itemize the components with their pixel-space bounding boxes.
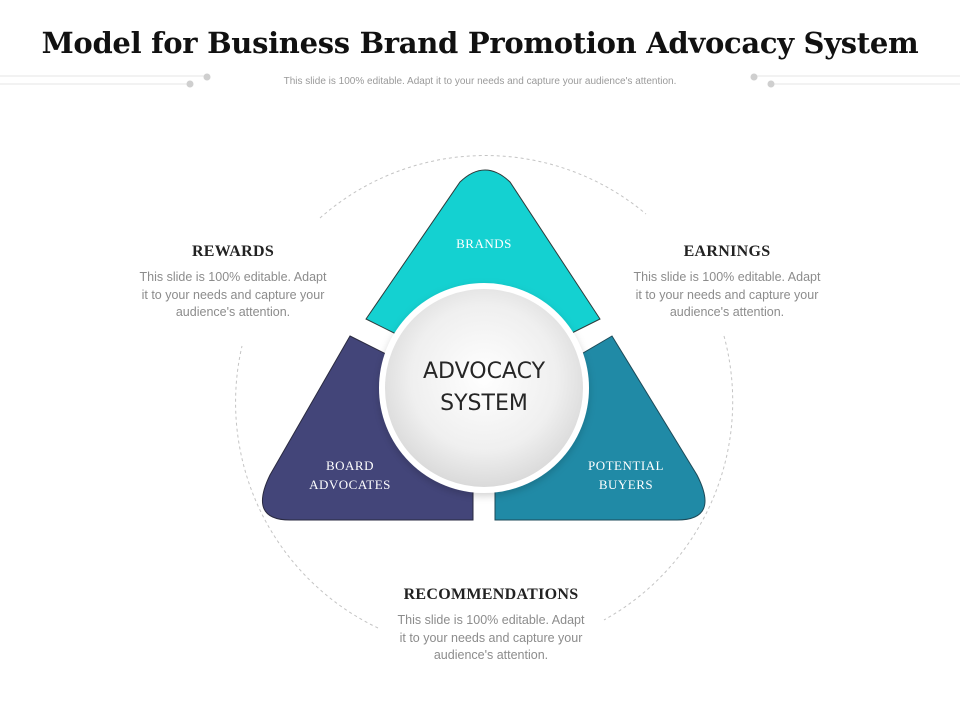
page-title: Model for Business Brand Promotion Advoc…	[41, 26, 919, 60]
page-subtitle: This slide is 100% editable. Adapt it to…	[283, 76, 677, 87]
center-circle	[379, 283, 589, 493]
outer-ring	[235, 155, 734, 629]
earnings-heading: EARNINGS	[683, 243, 771, 260]
rewards-block: REWARDS This slide is 100% editable. Ada…	[118, 243, 348, 322]
segment-potential-buyers-label: POTENTIAL BUYERS	[588, 458, 664, 492]
segment-board-advocates-label: BOARD ADVOCATES	[309, 458, 391, 492]
rewards-heading: REWARDS	[191, 243, 275, 260]
center-label: ADVOCACY SYSTEM	[422, 359, 546, 416]
earnings-block: EARNINGS This slide is 100% editable. Ad…	[612, 243, 842, 322]
recommendations-text: This slide is 100% editable. Adapt it to…	[397, 613, 585, 662]
rewards-text: This slide is 100% editable. Adapt it to…	[139, 270, 327, 319]
recommendations-block: RECOMMENDATIONS This slide is 100% edita…	[366, 586, 616, 665]
header-decoration	[0, 73, 960, 88]
recommendations-heading: RECOMMENDATIONS	[403, 586, 579, 603]
segment-brands-label: BRANDS	[456, 236, 512, 251]
earnings-text: This slide is 100% editable. Adapt it to…	[633, 270, 821, 319]
